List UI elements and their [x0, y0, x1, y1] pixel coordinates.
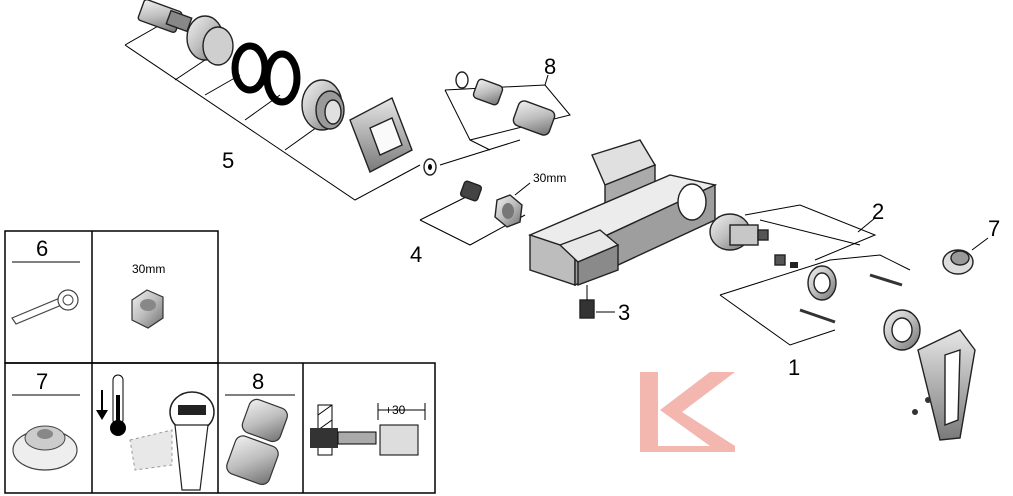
leader-30mm [514, 182, 531, 196]
part-screw-2 [799, 308, 836, 324]
legend-6-number: 6 [36, 236, 48, 261]
group-1-lines [719, 254, 911, 346]
part-threaded-nut [301, 79, 345, 131]
part-spindle-adapter [774, 254, 798, 268]
callout-8: 8 [544, 54, 556, 79]
part-extension-small [455, 71, 504, 106]
installation-icon [310, 403, 426, 456]
part-o-ring-2 [263, 50, 301, 106]
legend-box-6: 6 30mm [4, 230, 219, 364]
legend-8-number: 8 [252, 369, 264, 394]
group-5-lines [124, 24, 421, 201]
legend-8-extension-label: +30 [385, 403, 406, 417]
legend-6-nut-label: 30mm [132, 262, 165, 276]
cap-icon [12, 425, 78, 471]
callout-4: 4 [410, 242, 422, 267]
part-handle-base [883, 309, 921, 351]
part-nut-30mm [494, 194, 523, 228]
part-handle-lever [912, 329, 976, 441]
dimension-label-30mm: 30mm [533, 171, 566, 185]
hot-handle-icon [129, 391, 215, 491]
part-cover-ring [807, 265, 837, 301]
callout-2: 2 [872, 199, 884, 224]
callout-3: 3 [618, 300, 630, 325]
watermark-logo [640, 372, 735, 452]
leader-washer [439, 139, 521, 166]
legend-7-number: 7 [36, 369, 48, 394]
part-sleeve [186, 15, 234, 66]
leader-7 [971, 237, 989, 251]
nut-icon [131, 289, 164, 329]
group-8-lines [444, 74, 571, 151]
part-o-ring-1 [231, 42, 269, 94]
callout-1: 1 [788, 355, 800, 380]
part-cap-7 [942, 249, 974, 275]
group-2-lines [744, 204, 877, 261]
callout-7: 7 [988, 216, 1000, 241]
part-mixer-body [528, 139, 718, 287]
extension-icon [226, 398, 288, 486]
part-valve-stem [137, 0, 193, 34]
part-nipple [459, 180, 483, 202]
legend-box-7-8: 7 8 [4, 362, 436, 494]
part-washer [423, 158, 437, 176]
part-screw-1 [869, 273, 903, 287]
part-cartridge [709, 213, 769, 251]
part-outlet [579, 285, 595, 319]
callout-5: 5 [222, 148, 234, 173]
thermometer-icon [96, 374, 126, 436]
part-square-rosette [349, 97, 413, 173]
part-extension-large [512, 100, 556, 136]
wrench-icon [11, 289, 79, 325]
